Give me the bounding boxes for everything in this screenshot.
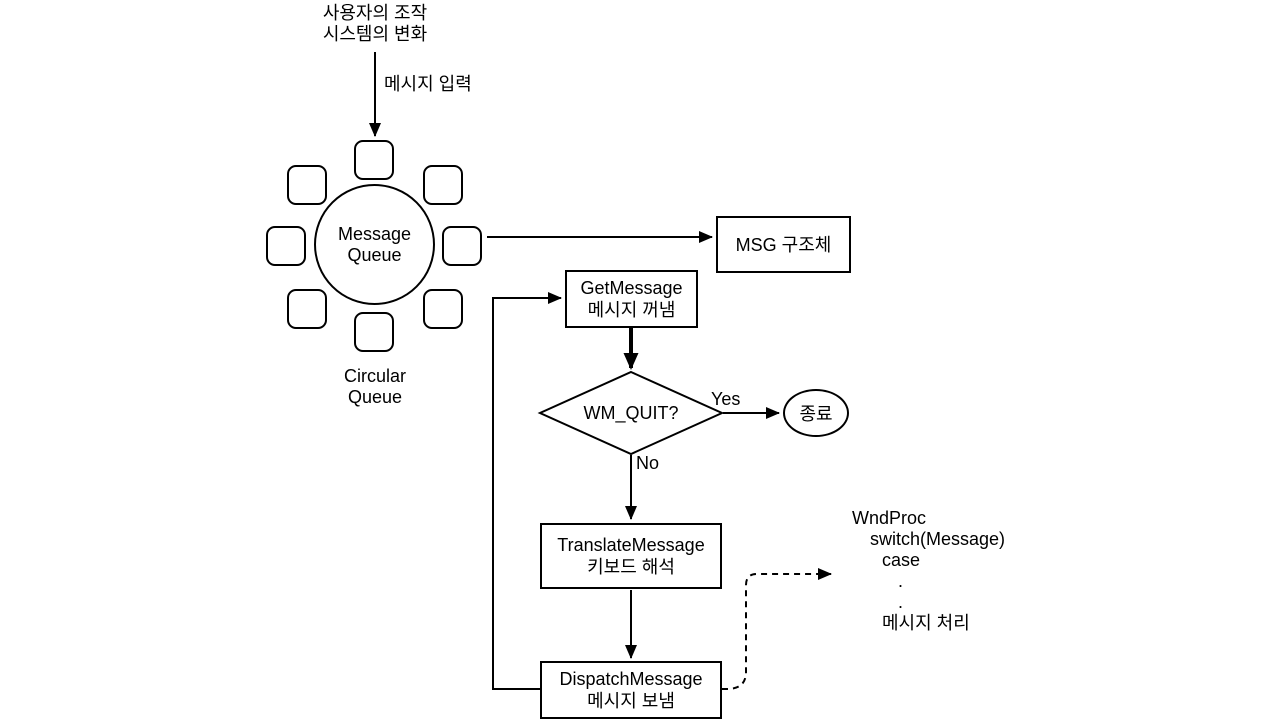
decision-diamond [537, 370, 725, 456]
circular-queue-caption-line1: Circular [343, 366, 406, 386]
queue-slot-top-right [423, 165, 463, 205]
queue-slot-bottom-left [287, 289, 327, 329]
input-source-line2: 시스템의 변화 [322, 24, 428, 44]
input-source-text: 사용자의 조작 시스템의 변화 [285, 3, 465, 45]
getmessage-box: GetMessage 메시지 꺼냄 [565, 270, 698, 328]
msg-struct-label: MSG 구조체 [735, 234, 832, 255]
circular-queue-caption-line2: Queue [347, 387, 403, 407]
wndproc-line: 메시지 처리 [882, 613, 970, 633]
queue-slot-left [266, 226, 306, 266]
exit-ellipse: 종료 [783, 389, 849, 437]
input-source-line1: 사용자의 조작 [322, 3, 428, 23]
wndproc-line: WndProc [852, 508, 927, 528]
input-arrow-label: 메시지 입력 [384, 74, 472, 94]
wndproc-line: switch(Message) [870, 529, 1006, 549]
msg-struct-box: MSG 구조체 [716, 216, 851, 273]
dispatchmessage-label-en: DispatchMessage [559, 669, 703, 689]
exit-label: 종료 [799, 404, 833, 424]
yes-label: Yes [711, 389, 741, 409]
wndproc-line: . [898, 571, 904, 591]
wndproc-line: case [882, 550, 921, 570]
message-queue-circle: Message Queue [314, 184, 435, 305]
dispatchmessage-box: DispatchMessage 메시지 보냄 [540, 661, 722, 719]
loop-back-line [492, 292, 562, 690]
translatemessage-box: TranslateMessage 키보드 해석 [540, 523, 722, 589]
queue-slot-right [442, 226, 482, 266]
getmessage-label-ko: 메시지 꺼냄 [587, 300, 676, 320]
decision-label: WM_QUIT? [583, 403, 679, 423]
queue-slot-top [354, 140, 394, 180]
queue-slot-bottom [354, 312, 394, 352]
wndproc-line: . [898, 592, 904, 612]
translatemessage-label-en: TranslateMessage [557, 535, 705, 555]
translatemessage-label-ko: 키보드 해석 [587, 557, 675, 577]
wndproc-code-block: WndProc switch(Message) case . . 메시지 처리 [852, 508, 1005, 634]
dispatchmessage-label-ko: 메시지 보냄 [587, 691, 675, 711]
queue-slot-top-left [287, 165, 327, 205]
no-label: No [636, 453, 660, 473]
dispatch-to-wndproc-dashed-arrow [722, 568, 832, 690]
queue-slot-bottom-right [423, 289, 463, 329]
getmessage-label-en: GetMessage [580, 278, 683, 298]
message-queue-line1: Message [337, 223, 412, 244]
circular-queue-caption: Circular Queue [325, 366, 425, 408]
message-queue-line2: Queue [347, 244, 402, 265]
